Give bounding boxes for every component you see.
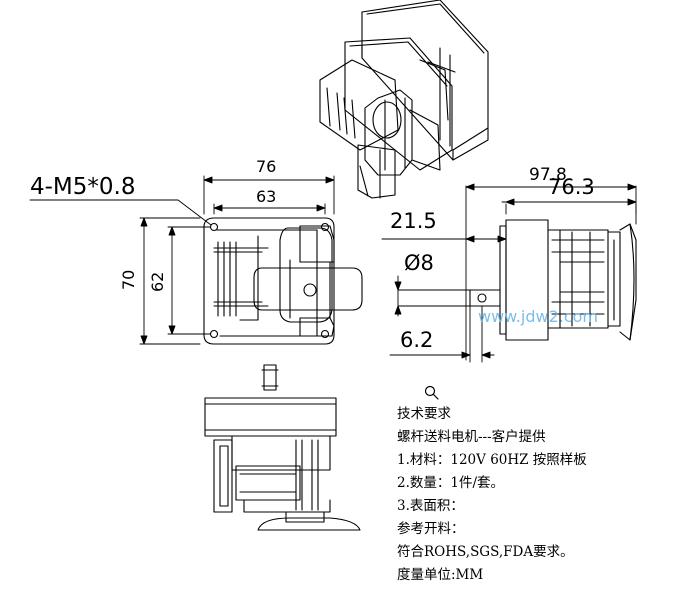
isometric-view bbox=[319, 0, 489, 199]
notes-title: 技术要求 bbox=[397, 406, 451, 422]
notes-line: 3.表面积： bbox=[397, 498, 464, 514]
watermark-text: www.jdw2.com bbox=[478, 307, 598, 326]
notes-line: 2.数量：1件/套。 bbox=[397, 475, 505, 491]
side-dimension-lines bbox=[381, 183, 637, 363]
thread-spec-label: 4-M5*0.8 bbox=[30, 174, 136, 200]
notes-line: 1.材料：120V 60HZ 按照样板 bbox=[397, 452, 587, 468]
shaft-offset-label: 21.5 bbox=[390, 209, 437, 233]
bottom-view bbox=[204, 364, 361, 531]
shaft-diameter-label: Ø8 bbox=[404, 251, 434, 275]
side-view bbox=[469, 219, 637, 341]
notes-line: 度量单位:MM bbox=[397, 567, 484, 583]
height-outer-label: 70 bbox=[119, 270, 138, 290]
technical-requirements: 技术要求 螺杆送料电机---客户提供 1.材料：120V 60HZ 按照样板 2… bbox=[397, 403, 687, 587]
length-body-label: 76.3 bbox=[548, 175, 595, 199]
notes-line: 参考开料： bbox=[397, 521, 465, 537]
height-inner-label: 62 bbox=[148, 272, 167, 292]
width-inner-label: 63 bbox=[256, 187, 276, 206]
length-total-label: 97.8 bbox=[529, 165, 567, 185]
notes-line: 螺杆送料电机---客户提供 bbox=[397, 429, 546, 445]
magnifier-icon[interactable] bbox=[424, 385, 439, 400]
notes-line: 符合ROHS,SGS,FDA要求。 bbox=[397, 544, 574, 560]
front-view bbox=[203, 217, 363, 345]
shaft-length-label: 6.2 bbox=[400, 328, 433, 352]
width-outer-label: 76 bbox=[256, 157, 276, 176]
front-dimension-lines bbox=[29, 175, 335, 345]
